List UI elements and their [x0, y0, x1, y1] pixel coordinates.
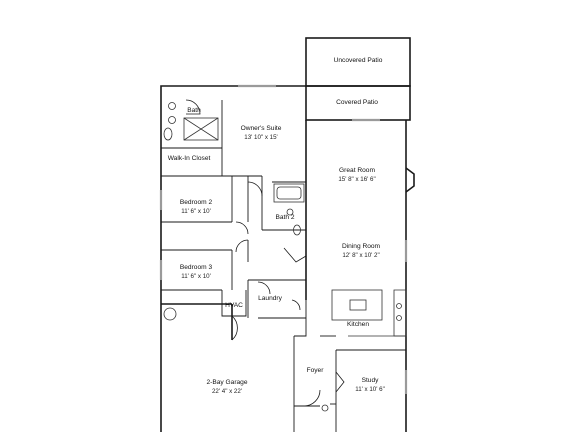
room-name: Study	[362, 377, 380, 384]
room-name: Bedroom 2	[180, 199, 213, 206]
room-name: Bath	[187, 107, 201, 114]
room-name: Foyer	[307, 367, 325, 374]
room-dimensions: 13' 10" x 15'	[244, 134, 277, 141]
room-name: Great Room	[339, 167, 375, 174]
room-name: Owner's Suite	[241, 125, 282, 132]
room-dimensions: 12' 8" x 10' 2"	[342, 252, 379, 259]
room-labels: Uncovered Patio Covered Patio Bath Owner…	[168, 57, 385, 395]
room-name: Walk-In Closet	[168, 155, 211, 162]
room-dimensions: 11' 6" x 10'	[181, 208, 211, 215]
room-name: Laundry	[258, 295, 283, 302]
room-name: Bedroom 3	[180, 264, 213, 271]
room-dimensions: 15' 8" x 16' 6"	[338, 176, 375, 183]
room-name: Covered Patio	[336, 99, 378, 106]
interior-walls	[160, 100, 406, 432]
room-name: Bath 2	[275, 214, 294, 221]
windows	[159, 84, 408, 394]
room-name: HVAC	[225, 302, 243, 309]
exterior-walls	[160, 37, 415, 432]
room-dimensions: 11' 6" x 10'	[181, 273, 211, 280]
fixtures	[163, 102, 407, 412]
room-name: Uncovered Patio	[334, 57, 383, 64]
room-name: Dining Room	[342, 243, 381, 250]
room-name: 2-Bay Garage	[206, 379, 247, 386]
doors	[185, 99, 345, 407]
room-dimensions: 22' 4" x 22'	[212, 388, 242, 395]
room-name: Kitchen	[347, 321, 369, 328]
room-dimensions: 11' x 10' 6"	[355, 386, 385, 393]
